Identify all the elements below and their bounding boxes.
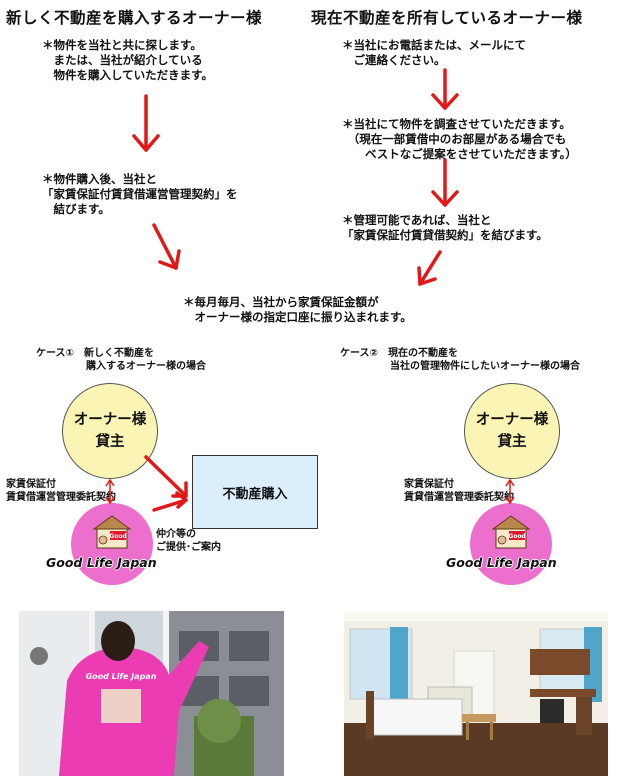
arrow-to-purchase-icon [144, 455, 188, 498]
svg-text:Good: Good [508, 533, 525, 540]
case2-company-name: Good Life Japan [446, 555, 557, 570]
monthly-payment-note: ＊毎月毎月、当社から家賃保証金額が オーナー様の指定口座に振り込まれます。 [183, 295, 412, 324]
case2-owner-circle: オーナー様 貸主 [464, 383, 560, 479]
contract-double-arrow-icon [505, 478, 515, 505]
case1-landlord-label: 貸主 [95, 434, 125, 450]
case1-label: ケース① 新しく不動産を 購入するオーナー様の場合 [36, 348, 206, 372]
case2-owner-label: オーナー様 [475, 412, 549, 428]
arrow-diagonal-icon [417, 250, 442, 286]
arrow-down-icon [431, 68, 459, 110]
case2-house-logo-icon: Good [491, 514, 531, 554]
right-step-3: ＊管理可能であれば、当社と「家賃保証付賃貸借契約」を結びます。 [342, 213, 548, 242]
room-photo [344, 611, 608, 776]
agency-label: 仲介等のご提供･ご案内 [156, 529, 221, 553]
property-purchase-box: 不動産購入 [192, 455, 318, 529]
contract-double-arrow-icon [105, 478, 115, 505]
staff-photo: Good Life Japan [19, 611, 284, 776]
arrow-down-icon [132, 94, 160, 152]
case2-label: ケース② 現在の不動産を 当社の管理物件にしたいオーナー様の場合 [340, 348, 580, 372]
left-step-1: ＊物件を当社と共に探します。 または、当社が紹介している 物件を購入していただき… [42, 38, 214, 82]
case2-landlord-label: 貸主 [497, 434, 527, 450]
right-step-2: ＊当社にて物件を調査させていただきます。 （現在一部賃借中のお部屋がある場合でも… [342, 117, 577, 161]
arrow-diagonal-icon [152, 223, 181, 270]
svg-text:Good: Good [109, 533, 126, 540]
case1-owner-circle: オーナー様 貸主 [62, 383, 158, 479]
left-title: 新しく不動産を購入するオーナー様 [6, 9, 263, 27]
arrow-down-icon [431, 158, 459, 207]
right-step-1: ＊当社にお電話または、メールにて ご連絡ください。 [342, 38, 526, 67]
case1-company-name: Good Life Japan [46, 555, 157, 570]
arrow-to-purchase-icon [152, 491, 188, 512]
left-step-2: ＊物件購入後、当社と「家賃保証付賃貸借運営管理契約」を 結びます。 [42, 172, 238, 216]
case1-house-logo-icon: Good [92, 514, 132, 554]
svg-text:Good Life Japan: Good Life Japan [86, 672, 157, 681]
right-title: 現在不動産を所有しているオーナー様 [311, 9, 583, 27]
case1-contract-label: 家賃保証付賃貸借運営管理委託契約 [6, 479, 116, 503]
case2-contract-label: 家賃保証付賃貸借運営管理委託契約 [404, 479, 514, 503]
case1-owner-label: オーナー様 [73, 412, 147, 428]
